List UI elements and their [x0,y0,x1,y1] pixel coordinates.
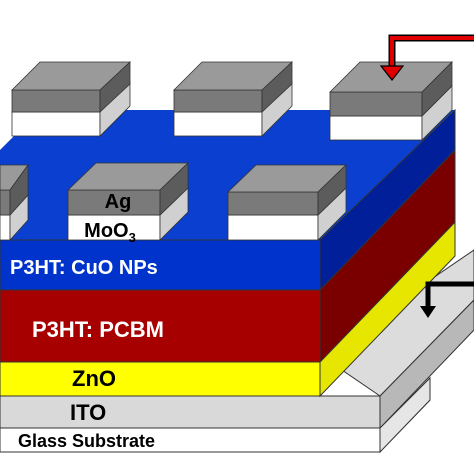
moo3-label-sub: 3 [129,230,136,245]
electrode-back-2 [173,61,294,137]
electrode-front-left [0,163,29,242]
glass-substrate-layer [0,376,431,454]
electrode-front-right [227,164,347,241]
moo3-label-base: MoO [84,220,128,242]
moo3-label: MoO3 [84,220,136,245]
ito-layer-label: ITO [70,400,106,425]
pcbm-layer [0,148,456,364]
electrode-front-labeled [67,162,189,241]
cuo-layer-label: P3HT: CuO NPs [10,257,158,279]
zno-layer-label: ZnO [72,366,116,391]
electrode-back-1 [11,61,132,137]
ag-label: Ag [105,191,132,213]
zno-layer [0,220,456,398]
anode-wire [379,34,474,81]
cathode-wire [420,281,474,318]
glass-layer-label: Glass Substrate [18,431,155,451]
pcbm-layer-label: P3HT: PCBM [32,317,164,342]
